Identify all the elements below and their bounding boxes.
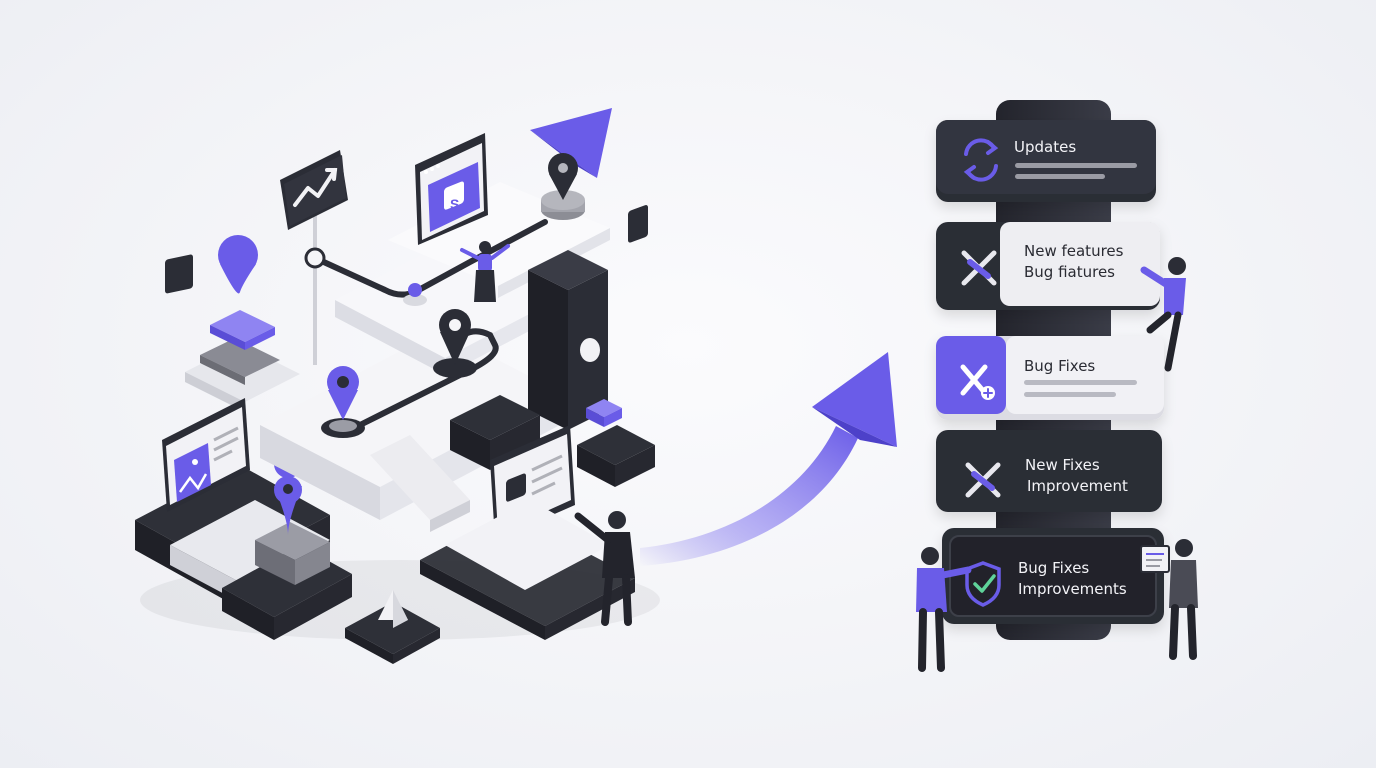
svg-text:S: S [450, 196, 459, 212]
purple-slab-left [185, 310, 300, 412]
panel-updates [936, 120, 1156, 202]
panel-new-features [936, 222, 1160, 310]
grey-cube [255, 522, 330, 585]
shopping-bag-icon: S [444, 181, 464, 212]
person-figure [574, 511, 635, 626]
person-figure [916, 547, 972, 672]
image-card-left [162, 398, 250, 512]
person-figure [460, 241, 510, 302]
wrench-add-icon [960, 364, 995, 400]
panel-bug-fixes [936, 336, 1164, 420]
image-icon [178, 459, 208, 493]
isometric-platform-scene: S [135, 108, 660, 664]
location-pin-icon [321, 366, 365, 438]
refresh-icon [963, 138, 999, 182]
floating-card [628, 205, 648, 243]
shield-check-icon [965, 561, 1001, 607]
path-node [403, 283, 427, 306]
store-window: S [415, 133, 488, 245]
wrench-screwdriver-icon [961, 250, 997, 286]
panel-new-fixes [936, 430, 1162, 512]
wrench-screwdriver-icon [965, 462, 1001, 498]
image-card-right [490, 425, 575, 540]
chart-sign [280, 150, 348, 365]
location-pin-icon [433, 309, 477, 378]
release-notes-tower [916, 100, 1198, 672]
ramp [370, 435, 470, 532]
person-figure [1140, 539, 1198, 660]
growth-arrow [640, 352, 897, 566]
purple-cube-right [577, 399, 655, 487]
location-pin-icon [218, 235, 258, 294]
panel-bug-fixes-improvements [942, 528, 1164, 624]
dark-tower [528, 250, 608, 430]
trend-up-icon [293, 168, 338, 207]
card-pedestal [420, 500, 635, 640]
person-figure [1140, 257, 1186, 372]
floating-card [165, 254, 193, 294]
location-pin-icon [541, 153, 585, 220]
small-pyramid-block [345, 590, 440, 664]
